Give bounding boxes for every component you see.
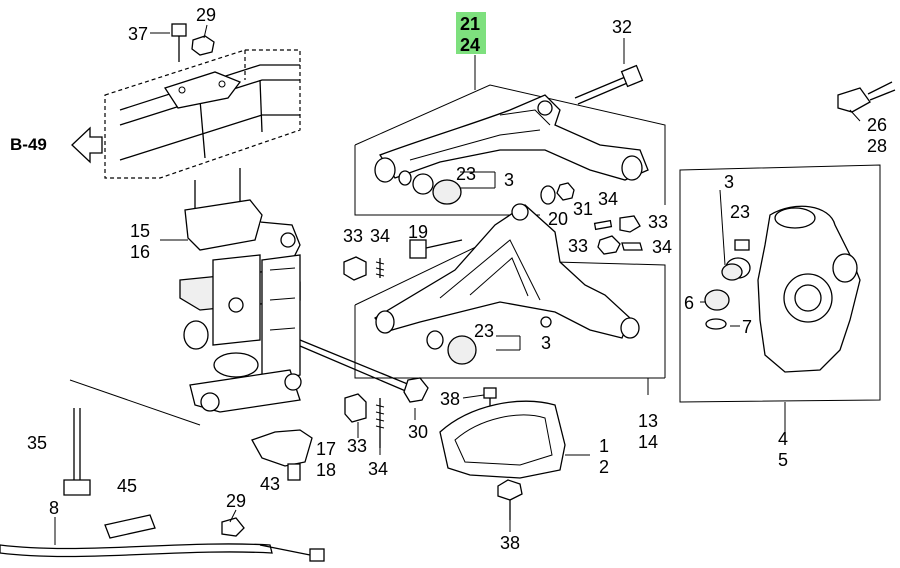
- callout-28[interactable]: 28: [867, 136, 887, 156]
- callout-8[interactable]: 8: [49, 498, 59, 518]
- lower-arm-assembly: [354, 203, 666, 395]
- lower-bolts: [251, 339, 497, 481]
- callout-2[interactable]: 2: [599, 457, 609, 477]
- callout-34-right[interactable]: 34: [652, 237, 672, 257]
- callout-23-upper[interactable]: 23: [456, 164, 476, 184]
- callout-17[interactable]: 17: [316, 439, 336, 459]
- callout-24[interactable]: 24: [460, 35, 480, 55]
- callout-3-upper[interactable]: 3: [504, 170, 514, 190]
- callout-15[interactable]: 15: [130, 221, 150, 241]
- callout-45[interactable]: 45: [117, 476, 137, 496]
- callout-14[interactable]: 14: [638, 432, 658, 452]
- callout-6[interactable]: 6: [684, 293, 694, 313]
- leader-lines: [54, 24, 861, 545]
- callout-30[interactable]: 30: [408, 422, 428, 442]
- callout-35[interactable]: 35: [27, 433, 47, 453]
- callout-1[interactable]: 1: [599, 436, 609, 456]
- callout-34-mid[interactable]: 34: [598, 189, 618, 209]
- callout-4[interactable]: 4: [778, 429, 788, 449]
- callout-20[interactable]: 20: [548, 209, 568, 229]
- callout-33-lower[interactable]: 33: [568, 236, 588, 256]
- reference-label: B-49: [10, 135, 47, 154]
- callout-16[interactable]: 16: [130, 242, 150, 262]
- callout-33-right[interactable]: 33: [648, 212, 668, 232]
- callout-37[interactable]: 37: [128, 24, 148, 44]
- middle-hardware: [343, 182, 643, 281]
- callout-labels: 37 29 21 24 32 26 28 15 16 23 3 33 34 19…: [27, 5, 887, 553]
- subframe-drawing: [104, 23, 301, 179]
- callout-5[interactable]: 5: [778, 450, 788, 470]
- callout-26[interactable]: 26: [867, 115, 887, 135]
- reference-arrow[interactable]: B-49: [10, 126, 103, 164]
- callout-18[interactable]: 18: [316, 460, 336, 480]
- callout-29-bottom[interactable]: 29: [226, 491, 246, 511]
- damper-fork-assembly: [179, 168, 302, 413]
- callout-23-lower[interactable]: 23: [474, 321, 494, 341]
- callout-19[interactable]: 19: [408, 222, 428, 242]
- callout-13[interactable]: 13: [638, 411, 658, 431]
- callout-3-lower[interactable]: 3: [541, 333, 551, 353]
- callout-3-knuckle[interactable]: 3: [724, 172, 734, 192]
- upper-arm-assembly: [354, 55, 666, 216]
- callout-34-left[interactable]: 34: [370, 226, 390, 246]
- callout-31[interactable]: 31: [573, 199, 593, 219]
- callout-29-top[interactable]: 29: [196, 5, 216, 25]
- callout-7[interactable]: 7: [742, 317, 752, 337]
- knuckle-assembly: [679, 164, 881, 432]
- stabilizer-bar: [0, 379, 325, 562]
- tie-rod-end: [837, 81, 896, 113]
- callout-34-bottom[interactable]: 34: [368, 459, 388, 479]
- highlight-box: [456, 12, 486, 54]
- callout-38-mid[interactable]: 38: [440, 389, 460, 409]
- callout-33-bottom[interactable]: 33: [347, 436, 367, 456]
- callout-21[interactable]: 21: [460, 14, 480, 34]
- splash-guard: [439, 400, 566, 520]
- callout-33-left[interactable]: 33: [343, 226, 363, 246]
- callout-38-bottom[interactable]: 38: [500, 533, 520, 553]
- callout-43[interactable]: 43: [260, 474, 280, 494]
- callout-32[interactable]: 32: [612, 17, 632, 37]
- callout-23-knuckle[interactable]: 23: [730, 202, 750, 222]
